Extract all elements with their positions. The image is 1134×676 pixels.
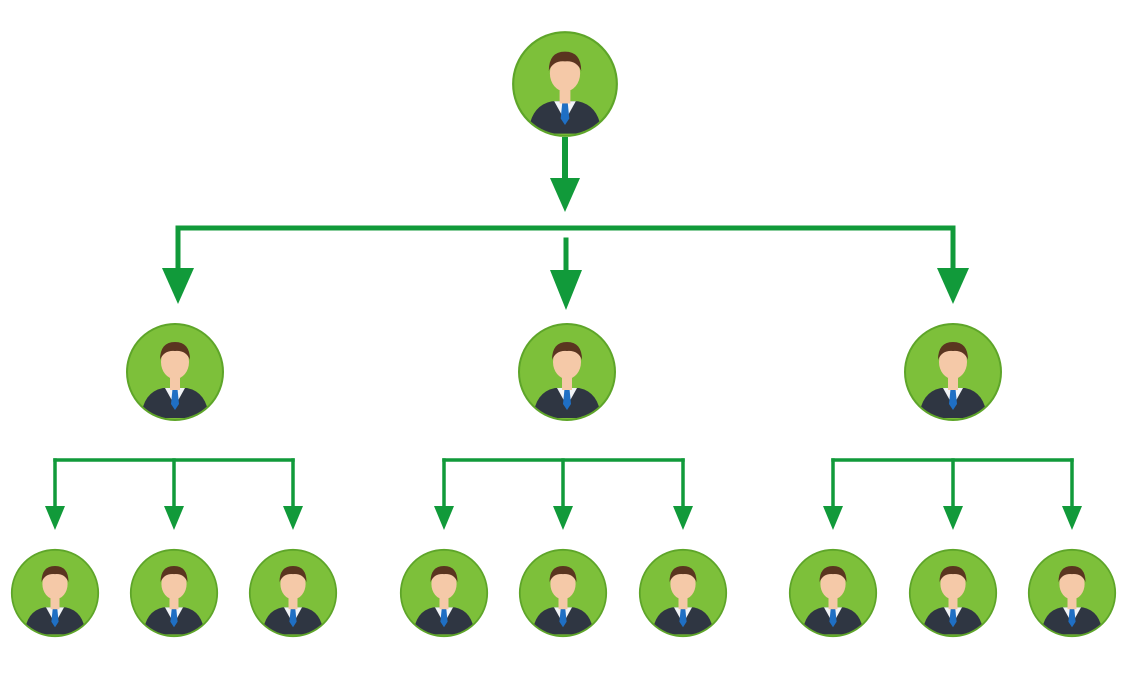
- node-report-1-1: [10, 548, 100, 638]
- node-report-1-3: [248, 548, 338, 638]
- arrowhead-icon: [673, 506, 693, 530]
- node-report-2-3: [638, 548, 728, 638]
- node-manager-1: [125, 322, 225, 422]
- node-manager-3: [903, 322, 1003, 422]
- person-avatar-icon: [518, 323, 616, 421]
- arrowhead-icon: [1062, 506, 1082, 530]
- person-avatar-icon: [129, 548, 219, 638]
- arrowhead-icon: [283, 506, 303, 530]
- arrowhead-icon: [45, 506, 65, 530]
- node-report-2-2: [518, 548, 608, 638]
- node-root: [511, 30, 619, 138]
- node-report-1-2: [129, 548, 219, 638]
- arrowhead-icon: [164, 506, 184, 530]
- arrowhead-icon: [434, 506, 454, 530]
- node-manager-2: [517, 322, 617, 422]
- person-avatar-icon: [518, 548, 608, 638]
- node-report-3-2: [908, 548, 998, 638]
- arrowhead-icon: [937, 268, 969, 304]
- person-avatar-icon: [788, 548, 878, 638]
- node-report-3-3: [1027, 548, 1117, 638]
- arrowhead-icon: [550, 270, 582, 310]
- person-avatar-icon: [512, 31, 618, 137]
- person-avatar-icon: [10, 548, 100, 638]
- person-avatar-icon: [399, 548, 489, 638]
- person-avatar-icon: [126, 323, 224, 421]
- node-report-2-1: [399, 548, 489, 638]
- arrowhead-icon: [550, 178, 580, 212]
- arrowhead-icon: [553, 506, 573, 530]
- arrowhead-icon: [823, 506, 843, 530]
- arrowhead-icon: [943, 506, 963, 530]
- person-avatar-icon: [904, 323, 1002, 421]
- connectors: [45, 137, 1082, 530]
- node-report-3-1: [788, 548, 878, 638]
- arrowhead-icon: [162, 268, 194, 304]
- person-avatar-icon: [908, 548, 998, 638]
- person-avatar-icon: [248, 548, 338, 638]
- person-avatar-icon: [1027, 548, 1117, 638]
- person-avatar-icon: [638, 548, 728, 638]
